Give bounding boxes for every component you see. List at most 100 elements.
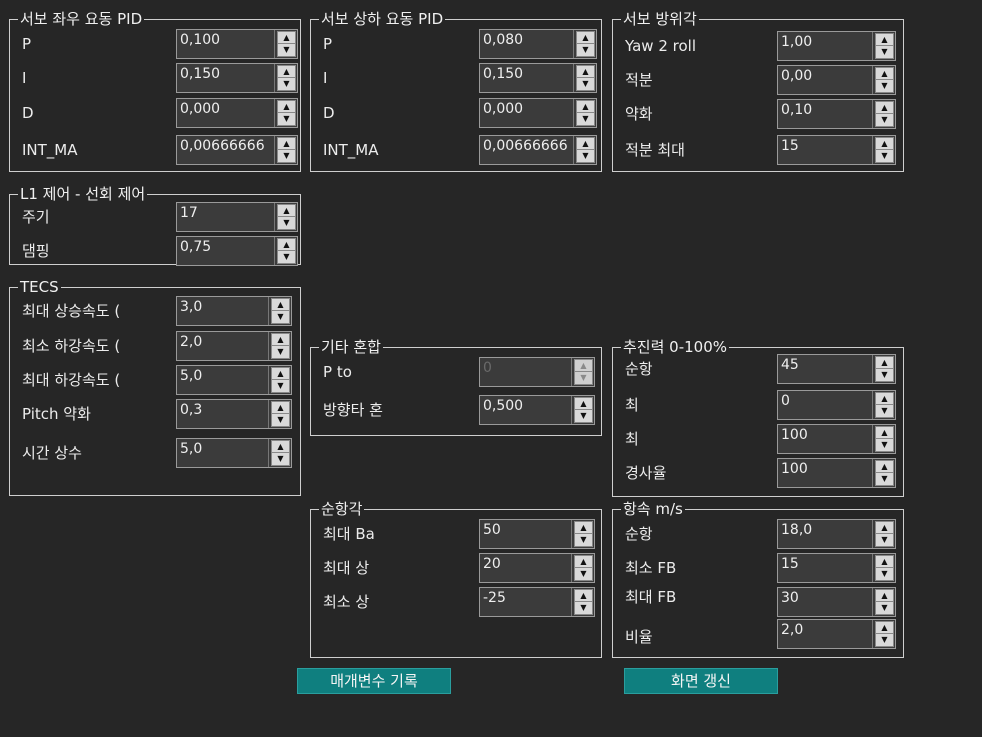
spin-up-icon[interactable]: ▲	[876, 138, 893, 150]
spin-up-icon[interactable]: ▲	[876, 556, 893, 568]
spin-down-icon[interactable]: ▼	[283, 114, 290, 123]
max-bank-spinbox[interactable]: ▲ ▼	[479, 519, 595, 549]
int-max-spinbox[interactable]: ▲ ▼	[479, 135, 597, 165]
min-spinbox[interactable]: ▲ ▼	[777, 390, 896, 420]
spin-up-icon[interactable]: ▲	[575, 398, 592, 410]
spin-up-icon[interactable]: ▲	[575, 590, 592, 602]
min-fbw-input[interactable]	[778, 554, 873, 582]
spin-down-icon[interactable]: ▼	[580, 569, 587, 578]
spin-down-icon[interactable]: ▼	[277, 381, 284, 390]
period-spinbox[interactable]: ▲ ▼	[176, 202, 298, 232]
spin-down-icon[interactable]: ▼	[582, 79, 589, 88]
damping-input[interactable]	[778, 100, 873, 128]
integral-spinbox[interactable]: ▲ ▼	[777, 65, 896, 95]
int-max-spinbox[interactable]: ▲ ▼	[176, 135, 298, 165]
spin-up-icon[interactable]: ▲	[272, 334, 289, 346]
spin-up-icon[interactable]: ▲	[876, 102, 893, 114]
spin-down-icon[interactable]: ▼	[283, 218, 290, 227]
min-sink-input[interactable]	[177, 332, 269, 360]
max-climb-input[interactable]	[177, 297, 269, 325]
spin-up-icon[interactable]: ▲	[876, 68, 893, 80]
max-bank-input[interactable]	[480, 520, 572, 548]
spin-up-icon[interactable]: ▲	[876, 522, 893, 534]
damping-input[interactable]	[177, 237, 275, 265]
time-constant-input[interactable]	[177, 439, 269, 467]
ratio-spinbox[interactable]: ▲ ▼	[777, 619, 896, 649]
write-params-button[interactable]: 매개변수 기록	[297, 668, 451, 694]
spin-down-icon[interactable]: ▼	[881, 81, 888, 90]
spin-down-icon[interactable]: ▼	[881, 603, 888, 612]
cruise-input[interactable]	[778, 355, 873, 383]
integral-max-input[interactable]	[778, 136, 873, 164]
cruise-spinbox[interactable]: ▲ ▼	[777, 354, 896, 384]
damping-spinbox[interactable]: ▲ ▼	[777, 99, 896, 129]
spin-down-icon[interactable]: ▼	[283, 252, 290, 261]
time-constant-spinbox[interactable]: ▲ ▼	[176, 438, 292, 468]
int-max-input[interactable]	[480, 136, 574, 164]
i-input[interactable]	[177, 64, 275, 92]
yaw2roll-spinbox[interactable]: ▲ ▼	[777, 31, 896, 61]
spin-up-icon[interactable]: ▲	[278, 32, 295, 44]
spin-up-icon[interactable]: ▲	[876, 427, 893, 439]
d-input[interactable]	[177, 99, 275, 127]
spin-up-icon[interactable]: ▲	[278, 138, 295, 150]
int-max-input[interactable]	[177, 136, 275, 164]
spin-up-icon[interactable]: ▲	[272, 299, 289, 311]
min-fbw-spinbox[interactable]: ▲ ▼	[777, 553, 896, 583]
spin-down-icon[interactable]: ▼	[881, 569, 888, 578]
damping-spinbox[interactable]: ▲ ▼	[176, 236, 298, 266]
spin-down-icon[interactable]: ▼	[881, 370, 888, 379]
spin-up-icon[interactable]: ▲	[575, 522, 592, 534]
spin-down-icon[interactable]: ▼	[283, 45, 290, 54]
spin-down-icon[interactable]: ▼	[283, 79, 290, 88]
spin-down-icon[interactable]: ▼	[277, 347, 284, 356]
spin-up-icon[interactable]: ▲	[278, 101, 295, 113]
spin-down-icon[interactable]: ▼	[283, 151, 290, 160]
spin-up-icon[interactable]: ▲	[876, 393, 893, 405]
p-input[interactable]	[480, 30, 574, 58]
spin-up-icon[interactable]: ▲	[577, 32, 594, 44]
max-fbw-input[interactable]	[778, 588, 873, 616]
spin-up-icon[interactable]: ▲	[278, 205, 295, 217]
rudder-mix-spinbox[interactable]: ▲ ▼	[479, 395, 595, 425]
max-climb-spinbox[interactable]: ▲ ▼	[176, 296, 292, 326]
spin-down-icon[interactable]: ▼	[881, 635, 888, 644]
max-input[interactable]	[778, 425, 873, 453]
p-input[interactable]	[177, 30, 275, 58]
min-input[interactable]	[778, 391, 873, 419]
refresh-screen-button[interactable]: 화면 갱신	[624, 668, 778, 694]
spin-down-icon[interactable]: ▼	[277, 415, 284, 424]
spin-down-icon[interactable]: ▼	[582, 114, 589, 123]
rudder-mix-input[interactable]	[480, 396, 572, 424]
spin-down-icon[interactable]: ▼	[881, 406, 888, 415]
spin-up-icon[interactable]: ▲	[876, 357, 893, 369]
slew-rate-input[interactable]	[778, 459, 873, 487]
spin-down-icon[interactable]: ▼	[580, 603, 587, 612]
spin-down-icon[interactable]: ▼	[881, 151, 888, 160]
max-spinbox[interactable]: ▲ ▼	[777, 424, 896, 454]
i-input[interactable]	[480, 64, 574, 92]
yaw2roll-input[interactable]	[778, 32, 873, 60]
period-input[interactable]	[177, 203, 275, 231]
spin-up-icon[interactable]: ▲	[272, 402, 289, 414]
d-spinbox[interactable]: ▲ ▼	[479, 98, 597, 128]
p-spinbox[interactable]: ▲ ▼	[176, 29, 298, 59]
min-sink-spinbox[interactable]: ▲ ▼	[176, 331, 292, 361]
d-spinbox[interactable]: ▲ ▼	[176, 98, 298, 128]
spin-down-icon[interactable]: ▼	[881, 440, 888, 449]
spin-up-icon[interactable]: ▲	[876, 622, 893, 634]
min-pitch-spinbox[interactable]: ▲ ▼	[479, 587, 595, 617]
spin-down-icon[interactable]: ▼	[881, 47, 888, 56]
spin-down-icon[interactable]: ▼	[582, 151, 589, 160]
min-pitch-input[interactable]	[480, 588, 572, 616]
spin-down-icon[interactable]: ▼	[881, 115, 888, 124]
spin-down-icon[interactable]: ▼	[881, 474, 888, 483]
spin-down-icon[interactable]: ▼	[580, 535, 587, 544]
i-spinbox[interactable]: ▲ ▼	[479, 63, 597, 93]
spin-down-icon[interactable]: ▼	[582, 45, 589, 54]
max-pitch-input[interactable]	[480, 554, 572, 582]
integral-input[interactable]	[778, 66, 873, 94]
spin-up-icon[interactable]: ▲	[577, 66, 594, 78]
spin-down-icon[interactable]: ▼	[881, 535, 888, 544]
max-sink-input[interactable]	[177, 366, 269, 394]
